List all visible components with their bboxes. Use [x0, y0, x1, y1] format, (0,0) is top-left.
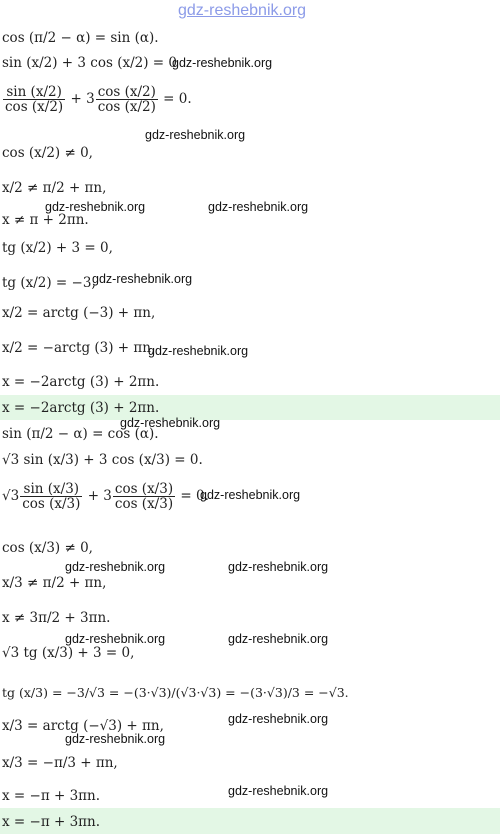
equation-line-2: tg (x/2) + 3 = 0,	[2, 240, 113, 256]
equation-line-10: x/3 = −π/3 + πn,	[2, 755, 118, 771]
fraction-numerator: cos (x/2)	[95, 84, 158, 100]
condition-line-4: cos (x/3) ≠ 0,	[2, 540, 93, 556]
answer-highlight-1	[0, 395, 500, 420]
watermark-label: gdz-reshebnik.org	[145, 128, 246, 142]
fraction-sin-over-cos-1: sin (x/2) cos (x/2)	[3, 85, 66, 115]
equation-line-7: √3 tg (x/3) + 3 = 0,	[2, 645, 135, 661]
watermark-label: gdz-reshebnik.org	[172, 56, 273, 70]
watermark-label: gdz-reshebnik.org	[65, 560, 166, 574]
fraction-cos-over-cos-2: cos (x/3) cos (x/3)	[112, 481, 176, 512]
solution-line-2: x = −π + 3πn.	[2, 788, 101, 804]
answer-line-2: x = −π + 3πn.	[2, 814, 101, 830]
plus-three: + 3	[83, 488, 112, 504]
watermark-label: gdz-reshebnik.org	[148, 344, 249, 358]
condition-line-3: x ≠ π + 2πn.	[2, 212, 89, 228]
watermark-label: gdz-reshebnik.org	[65, 632, 166, 646]
watermark-label: gdz-reshebnik.org	[228, 560, 329, 574]
watermark-label: gdz-reshebnik.org	[200, 488, 301, 502]
answer-line-1: x = −2arctg (3) + 2πn.	[2, 400, 160, 416]
watermark-label: gdz-reshebnik.org	[92, 272, 193, 286]
fraction-denominator: cos (x/2)	[5, 99, 64, 115]
watermark-label: gdz-reshebnik.org	[228, 712, 329, 726]
equals-zero: = 0.	[158, 91, 192, 107]
identity-line-1: cos (π/2 − α) = sin (α).	[2, 30, 159, 46]
divided-equation-2: √3 sin (x/3) cos (x/3) + 3 cos (x/3) cos…	[2, 482, 209, 511]
plus-three: + 3	[66, 91, 95, 107]
condition-line-1: cos (x/2) ≠ 0,	[2, 145, 93, 161]
watermark-label: gdz-reshebnik.org	[65, 732, 166, 746]
equation-line-8: tg (x/3) = −3/√3 = −(3·√3)/(√3·√3) = −(3…	[2, 685, 349, 700]
fraction-sin-over-cos-2: sin (x/3) cos (x/3)	[20, 482, 83, 512]
watermark-label: gdz-reshebnik.org	[228, 784, 329, 798]
watermark-label: gdz-reshebnik.org	[120, 416, 221, 430]
equation-line-1: sin (x/2) + 3 cos (x/2) = 0	[2, 55, 177, 71]
identity-line-2: sin (π/2 − α) = cos (α).	[2, 426, 159, 442]
divided-equation-1: sin (x/2) cos (x/2) + 3 cos (x/2) cos (x…	[2, 85, 192, 114]
equation-line-5: x/2 = −arctg (3) + πn,	[2, 340, 156, 356]
watermark-label: gdz-reshebnik.org	[228, 632, 329, 646]
fraction-numerator: sin (x/2)	[3, 85, 66, 100]
solution-line-1: x = −2arctg (3) + 2πn.	[2, 374, 160, 390]
fraction-numerator: sin (x/3)	[20, 482, 83, 497]
answer-highlight-2	[0, 808, 500, 834]
condition-line-5: x/3 ≠ π/2 + πn,	[2, 575, 107, 591]
fraction-denominator: cos (x/3)	[22, 496, 81, 512]
equation-line-3: tg (x/2) = −3,	[2, 275, 96, 291]
equals-zero: = 0.	[176, 488, 209, 504]
sqrt-three: √3	[2, 488, 20, 504]
fraction-denominator: cos (x/2)	[97, 99, 156, 115]
watermark-label: gdz-reshebnik.org	[208, 200, 309, 214]
equation-line-6: √3 sin (x/3) + 3 cos (x/3) = 0.	[2, 452, 203, 468]
condition-line-2: x/2 ≠ π/2 + πn,	[2, 180, 107, 196]
watermark-header-link[interactable]: gdz-reshebnik.org	[178, 2, 307, 19]
equation-line-4: x/2 = arctg (−3) + πn,	[2, 305, 156, 321]
condition-line-6: x ≠ 3π/2 + 3πn.	[2, 610, 111, 626]
fraction-denominator: cos (x/3)	[114, 496, 174, 512]
fraction-cos-over-cos-1: cos (x/2) cos (x/2)	[95, 84, 158, 115]
fraction-numerator: cos (x/3)	[112, 481, 176, 497]
equation-line-9: x/3 = arctg (−√3) + πn,	[2, 718, 164, 734]
watermark-label: gdz-reshebnik.org	[45, 200, 146, 214]
